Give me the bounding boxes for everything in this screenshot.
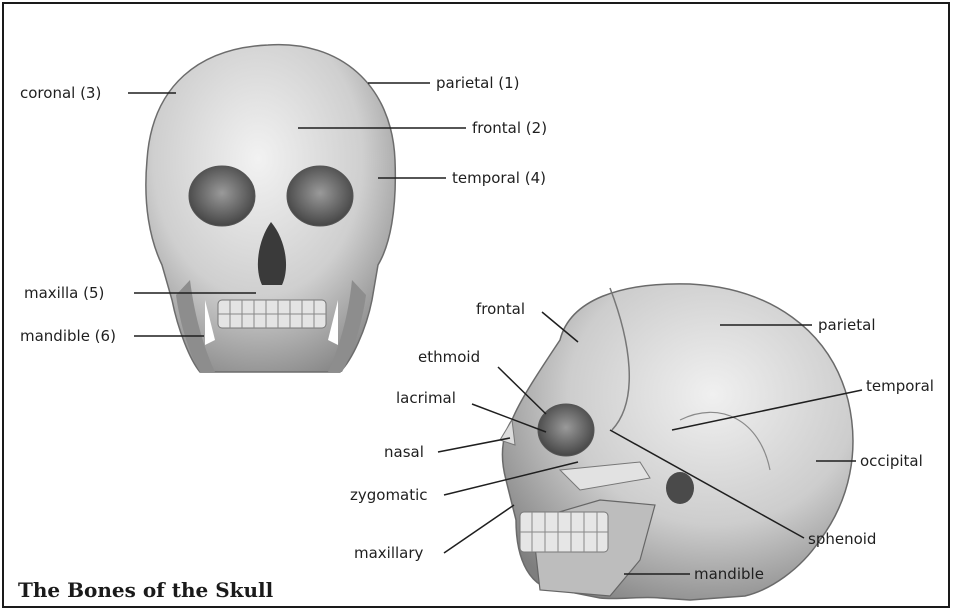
label-maxilla: maxilla (5) [24, 284, 104, 302]
label-nasal: nasal [384, 443, 424, 461]
label-parietal-side: parietal [818, 316, 876, 334]
label-ethmoid: ethmoid [418, 348, 480, 366]
label-occipital: occipital [860, 452, 923, 470]
label-temporal-front: temporal (4) [452, 169, 546, 187]
label-sphenoid: sphenoid [808, 530, 876, 548]
leader-nasal [438, 438, 510, 452]
label-coronal: coronal (3) [20, 84, 101, 102]
label-mandible-front: mandible (6) [20, 327, 116, 345]
label-lacrimal: lacrimal [396, 389, 456, 407]
front-skull [146, 45, 395, 372]
label-parietal-front: parietal (1) [436, 74, 520, 92]
label-frontal-front: frontal (2) [472, 119, 547, 137]
label-maxillary: maxillary [354, 544, 423, 562]
label-mandible-side: mandible [694, 565, 764, 583]
label-temporal-side: temporal [866, 377, 934, 395]
leader-maxillary [444, 505, 514, 553]
label-frontal-side: frontal [476, 300, 525, 318]
side-skull [500, 284, 853, 600]
label-zygomatic: zygomatic [350, 486, 428, 504]
diagram-title: The Bones of the Skull [18, 578, 273, 602]
